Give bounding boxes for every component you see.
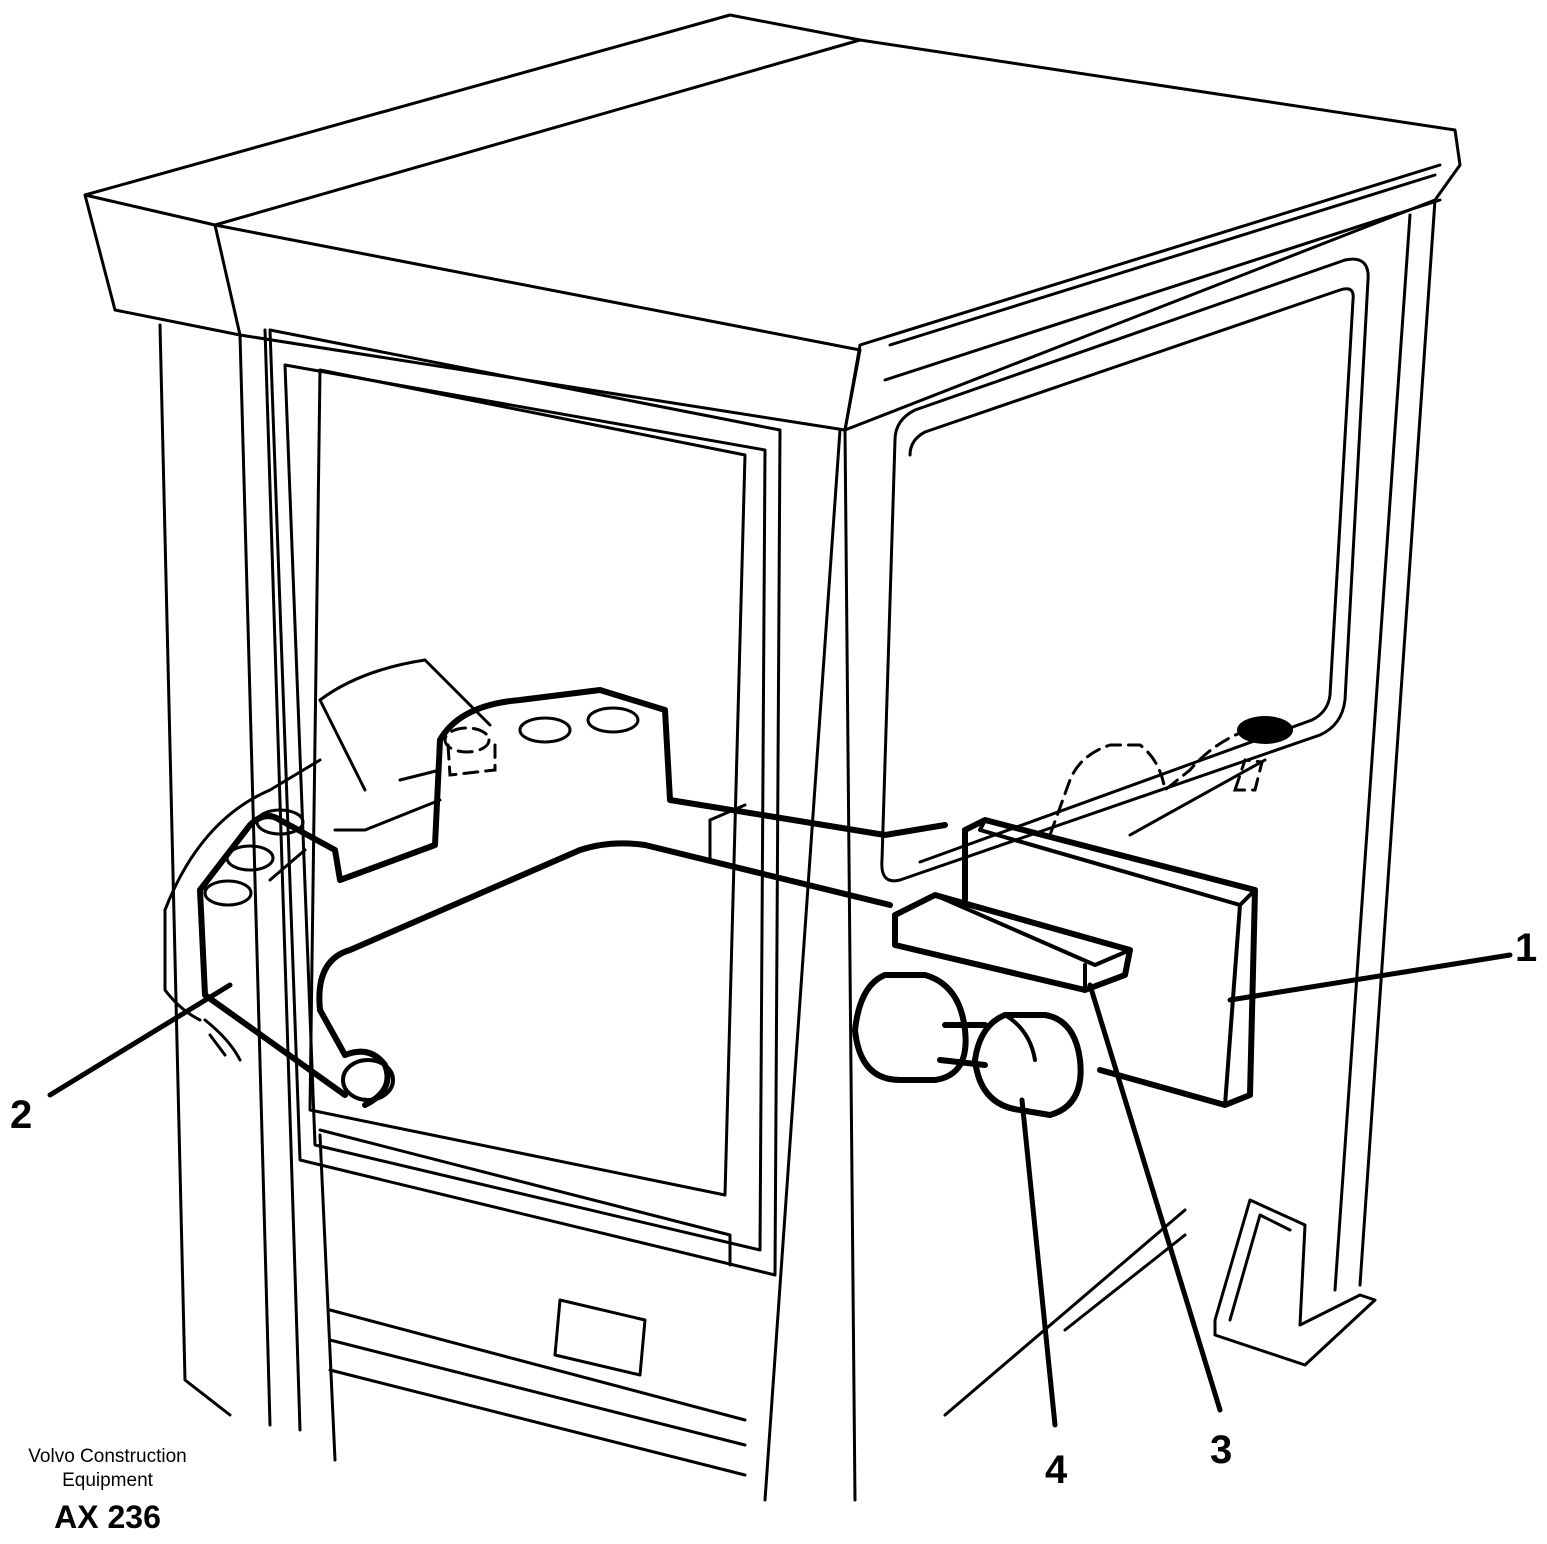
left-side-panel	[163, 658, 492, 1062]
callout-4: 4	[1045, 1448, 1068, 1492]
leader-lines	[47, 952, 1513, 1428]
knob-icon	[1237, 716, 1293, 744]
callout-3: 3	[1210, 1428, 1233, 1472]
leader-line-4	[1019, 1097, 1058, 1428]
wiring-harness	[197, 687, 948, 1108]
button-icon	[203, 879, 253, 907]
button-icon	[255, 808, 305, 836]
leader-line-3	[1087, 982, 1223, 1413]
button-icon	[443, 726, 491, 754]
cab-step	[943, 1198, 1377, 1417]
panel-buttons	[203, 706, 640, 907]
relay-block	[892, 892, 1133, 993]
figure-caption: Volvo Construction Equipment AX 236	[5, 1445, 210, 1537]
cab-roof	[83, 13, 1462, 432]
left-door-frame	[268, 328, 782, 1477]
control-unit	[962, 817, 1258, 1108]
button-icon	[518, 716, 572, 744]
caption-manufacturer-line2: Equipment	[62, 1470, 153, 1491]
caption-manufacturer: Volvo Construction	[28, 1446, 187, 1467]
figure-code: AX 236	[54, 1499, 161, 1535]
callout-1: 1	[1515, 926, 1538, 970]
cab-body	[158, 198, 1437, 1502]
button-icon	[586, 706, 640, 734]
callout-2: 2	[10, 1093, 33, 1137]
right-window	[880, 257, 1370, 883]
connector-plug	[852, 972, 1084, 1118]
leader-line-2	[47, 982, 233, 1098]
button-icon	[225, 844, 275, 872]
leader-line-1	[1227, 952, 1513, 1003]
harness-end-connector	[341, 1058, 395, 1102]
seat-outline	[708, 716, 1293, 862]
